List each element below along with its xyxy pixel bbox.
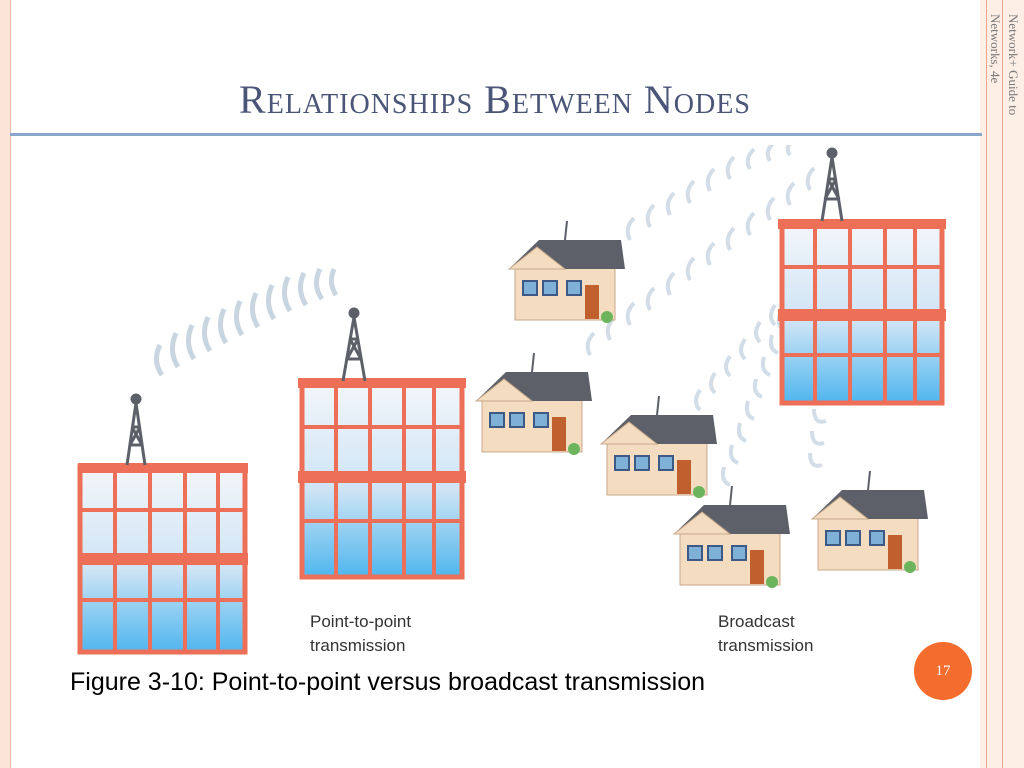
house-top	[507, 220, 625, 323]
network-figure: Point-to-point transmission Broadcast tr…	[70, 137, 950, 657]
office-building-left	[77, 393, 248, 655]
radio-tower-right	[820, 147, 844, 222]
side-footer-text: Network+ Guide to Networks, 4e	[988, 14, 1021, 116]
house-mid-left	[474, 352, 592, 455]
broadcast-label-line2: transmission	[718, 636, 813, 655]
broadcast-label-line1: Broadcast	[718, 612, 795, 631]
house-center	[599, 395, 717, 498]
point-to-point-label-line2: transmission	[310, 636, 405, 655]
page-number-badge: 17	[914, 642, 972, 700]
slide-title: Relationships Between Nodes	[239, 77, 751, 122]
border-line	[986, 0, 987, 768]
office-building-right	[778, 147, 946, 406]
figure-caption: Figure 3-10: Point-to-point versus broad…	[70, 668, 706, 696]
title-rule	[10, 133, 982, 136]
point-to-point-waves	[154, 267, 339, 377]
radio-tower-center	[341, 307, 367, 382]
point-to-point-label-line1: Point-to-point	[310, 612, 411, 631]
left-border	[0, 0, 11, 768]
border-line	[1002, 0, 1003, 768]
broadcast-waves	[585, 137, 839, 487]
page-number: 17	[935, 662, 951, 679]
right-border-strip	[980, 0, 1024, 768]
figure-svg: Point-to-point transmission Broadcast tr…	[77, 137, 946, 655]
house-bottom-right	[810, 470, 928, 573]
radio-tower-left	[125, 393, 147, 466]
office-building-center	[298, 307, 466, 580]
house-bottom	[672, 485, 790, 588]
